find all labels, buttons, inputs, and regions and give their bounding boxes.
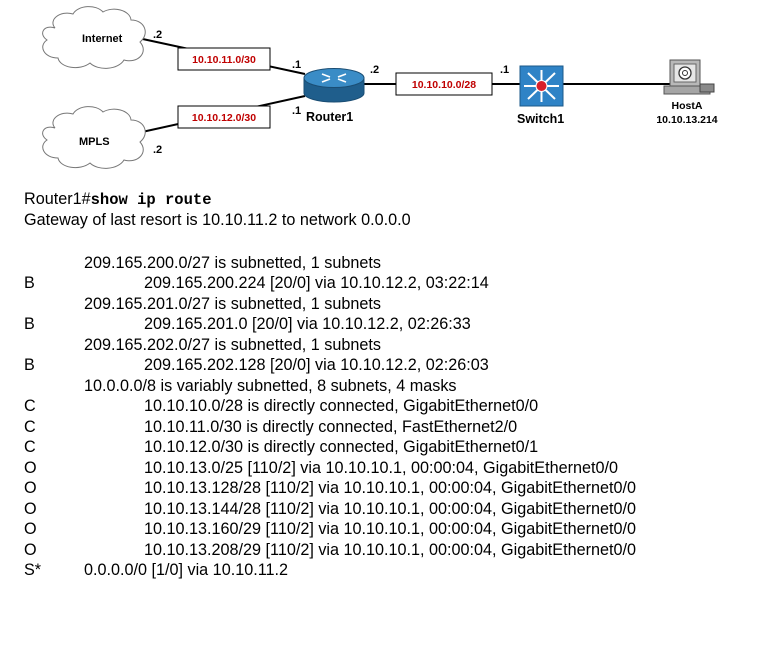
route-line: S* 0.0.0.0/0 [1/0] via 10.10.11.2 xyxy=(24,560,759,581)
route-line: O 10.10.13.208/29 [110/2] via 10.10.10.1,… xyxy=(24,540,759,561)
route-text: 10.0.0.0/8 is variably subnetted, 8 subn… xyxy=(84,376,457,395)
router-label: Router1 xyxy=(306,110,353,124)
route-line: B 209.165.201.0 [20/0] via 10.10.12.2, 02… xyxy=(24,314,759,335)
host-a: HostA 10.10.13.214 xyxy=(656,59,718,126)
internet-cloud: Internet xyxy=(42,6,146,69)
subnet-box-internet: 10.10.11.0/30 xyxy=(177,47,271,71)
route-text: 10.10.11.0/30 is directly connected, Fas… xyxy=(144,417,518,436)
route-text: 209.165.202.0/27 is subnetted, 1 subnets xyxy=(84,335,382,354)
subnet-box-mpls: 10.10.12.0/30 xyxy=(177,105,271,129)
route-list: 209.165.200.0/27 is subnetted, 1 subnets… xyxy=(24,253,759,581)
switch-label: Switch1 xyxy=(517,112,564,126)
internet-cloud-label: Internet xyxy=(82,33,123,45)
subnet-box-switch: 10.10.10.0/28 xyxy=(395,72,493,96)
cli-command: show ip route xyxy=(90,191,212,209)
router-internet-suffix: .1 xyxy=(292,59,301,71)
route-text: 10.10.10.0/28 is directly connected, Gig… xyxy=(144,397,539,415)
host-label: HostA xyxy=(672,100,703,112)
route-text: 10.10.12.0/30 is directly connected, Gig… xyxy=(144,438,539,456)
route-line: 209.165.202.0/27 is subnetted, 1 subnets xyxy=(24,335,759,356)
mpls-cloud-label: MPLS xyxy=(79,136,110,148)
cloud-icon xyxy=(42,106,146,169)
subnet-box-frame xyxy=(177,105,271,129)
subnet-box-frame xyxy=(177,47,271,71)
router-icon xyxy=(303,68,365,103)
route-text: 209.165.200.0/27 is subnetted, 1 subnets xyxy=(84,253,382,272)
route-code: C xyxy=(24,417,36,436)
router1: Router1 xyxy=(303,68,365,124)
mpls-cloud: MPLS xyxy=(42,106,146,169)
route-line: B 209.165.200.224 [20/0] via 10.10.12.2, … xyxy=(24,273,759,294)
route-line: 209.165.201.0/27 is subnetted, 1 subnets xyxy=(24,294,759,315)
route-text: 10.10.13.160/29 [110/2] via 10.10.10.1, … xyxy=(144,520,637,538)
route-code: C xyxy=(24,397,36,415)
route-line: O 10.10.13.128/28 [110/2] via 10.10.10.1,… xyxy=(24,478,759,499)
route-code: S* xyxy=(24,561,42,579)
route-line: C 10.10.11.0/30 is directly connected, Fa… xyxy=(24,417,759,438)
route-text: 209.165.201.0 [20/0] via 10.10.12.2, 02:… xyxy=(144,315,471,333)
route-code: O xyxy=(24,520,37,538)
route-code: O xyxy=(24,540,37,559)
subnet-switch-label: 10.10.10.0/28 xyxy=(412,79,476,91)
cloud-icon xyxy=(42,6,146,69)
routing-table-output: Router1#show ip route Gateway of last re… xyxy=(24,189,759,581)
route-code: B xyxy=(24,274,35,292)
route-line: 209.165.200.0/27 is subnetted, 1 subnets xyxy=(24,253,759,274)
subnet-mpls-label: 10.10.12.0/30 xyxy=(192,112,256,124)
host-ip: 10.10.13.214 xyxy=(656,114,717,126)
route-code: O xyxy=(24,458,37,477)
route-text: 209.165.202.128 [20/0] via 10.10.12.2, 0… xyxy=(144,356,489,374)
internet-ip-suffix: .2 xyxy=(153,29,162,41)
router-switch-suffix: .2 xyxy=(370,64,379,76)
computer-icon xyxy=(663,59,715,95)
route-line: O 10.10.13.144/28 [110/2] via 10.10.10.1,… xyxy=(24,499,759,520)
switch-icon xyxy=(519,65,564,107)
blank-line xyxy=(24,230,759,251)
subnet-internet-label: 10.10.11.0/30 xyxy=(192,54,256,66)
route-text: 209.165.201.0/27 is subnetted, 1 subnets xyxy=(84,294,382,313)
subnet-box-frame xyxy=(395,72,493,96)
route-text: 0.0.0.0/0 [1/0] via 10.10.11.2 xyxy=(84,561,288,579)
network-topology-diagram: Internet MPLS .2 .2 .1 .1 .2 .1 10.10.11… xyxy=(42,6,718,169)
route-line: C 10.10.10.0/28 is directly connected, Gi… xyxy=(24,396,759,417)
route-line: 10.0.0.0/8 is variably subnetted, 8 subn… xyxy=(24,376,759,397)
route-code: B xyxy=(24,315,35,333)
route-code: B xyxy=(24,356,35,374)
router-mpls-suffix: .1 xyxy=(292,105,301,117)
command-line: Router1#show ip route xyxy=(24,189,759,210)
switch-router-suffix: .1 xyxy=(500,64,509,76)
switch1: Switch1 xyxy=(517,65,564,126)
route-text: 10.10.13.0/25 [110/2] via 10.10.10.1, 00… xyxy=(144,458,618,477)
route-text: 10.10.13.128/28 [110/2] via 10.10.10.1, … xyxy=(144,479,637,497)
gateway-line: Gateway of last resort is 10.10.11.2 to … xyxy=(24,210,411,229)
cli-prompt: Router1# xyxy=(24,190,91,208)
route-line: O 10.10.13.160/29 [110/2] via 10.10.10.1,… xyxy=(24,519,759,540)
route-text: 10.10.13.208/29 [110/2] via 10.10.10.1, … xyxy=(144,540,637,559)
route-line: C 10.10.12.0/30 is directly connected, Gi… xyxy=(24,437,759,458)
route-code: C xyxy=(24,438,36,456)
route-text: 209.165.200.224 [20/0] via 10.10.12.2, 0… xyxy=(144,274,489,292)
route-line: O 10.10.13.0/25 [110/2] via 10.10.10.1, 0… xyxy=(24,458,759,479)
mpls-ip-suffix: .2 xyxy=(153,144,162,156)
route-text: 10.10.13.144/28 [110/2] via 10.10.10.1, … xyxy=(144,499,637,518)
route-line: B 209.165.202.128 [20/0] via 10.10.12.2, … xyxy=(24,355,759,376)
route-code: O xyxy=(24,499,37,518)
route-code: O xyxy=(24,479,37,497)
